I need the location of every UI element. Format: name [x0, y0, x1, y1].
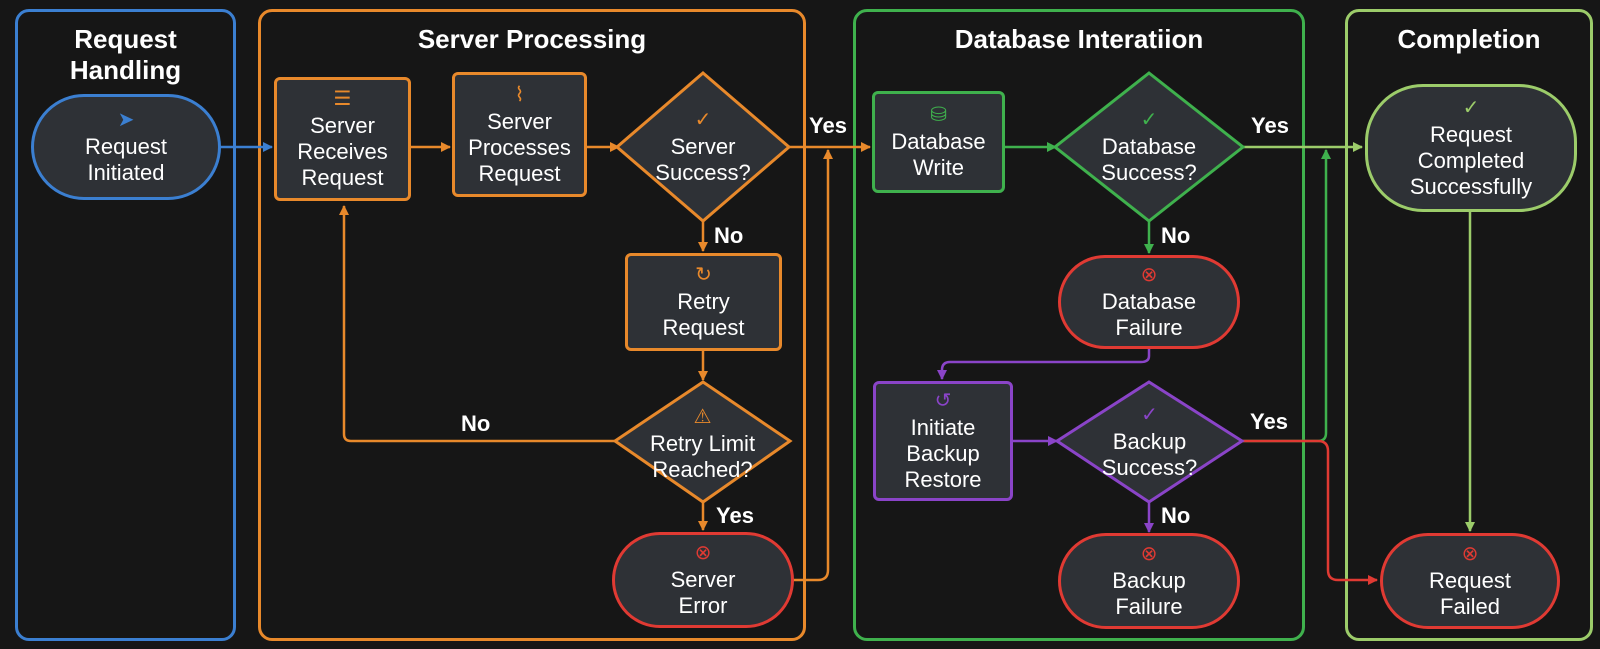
- node-label: Request Initiated: [85, 134, 167, 185]
- server-success-node[interactable]: ✓ Server Success?: [617, 73, 789, 221]
- request-failed-node[interactable]: ⊗ Request Failed: [1380, 533, 1560, 629]
- history-icon: ↺: [934, 388, 952, 412]
- warning-icon: ⚠: [693, 404, 712, 428]
- retry-limit-yes-label: Yes: [716, 503, 754, 528]
- initiate-backup-node[interactable]: ↺ Initiate Backup Restore: [873, 381, 1013, 501]
- lane-title: Completion: [1397, 24, 1541, 54]
- database-write-node[interactable]: ⛁ Database Write: [872, 91, 1005, 193]
- lane-server-processing: Server Processing: [258, 9, 806, 641]
- node-label: Database Failure: [1101, 289, 1197, 340]
- server-icon: ☰: [333, 86, 352, 110]
- node-label: Backup Success?: [1101, 429, 1198, 480]
- database-success-diamond: [1052, 71, 1246, 223]
- edge-db-failure-to-backup: [937, 348, 1151, 380]
- check-circle-icon: ✓: [1140, 107, 1158, 131]
- check-circle-icon: ✓: [694, 107, 712, 131]
- server-success-yes-label: Yes: [809, 113, 847, 138]
- lane-completion: Completion: [1345, 9, 1593, 641]
- backup-failure-node[interactable]: ⊗ Backup Failure: [1058, 533, 1240, 629]
- retry-request-node[interactable]: ↻ Retry Request: [625, 253, 782, 351]
- lane-title: Request Handling: [69, 24, 182, 85]
- x-circle-icon: ⊗: [1140, 541, 1158, 565]
- retry-limit-node[interactable]: ⚠ Retry Limit Reached?: [615, 382, 790, 502]
- server-success-diamond: [614, 71, 792, 223]
- database-success-yes-label: Yes: [1251, 113, 1289, 138]
- node-label: Request Failed: [1429, 568, 1511, 619]
- check-circle-icon: ✓: [1462, 95, 1480, 119]
- node-label: Server Success?: [655, 134, 751, 185]
- node-label: Database Write: [891, 129, 986, 180]
- backup-success-yes-label: Yes: [1250, 409, 1288, 434]
- x-circle-icon: ⊗: [1140, 262, 1158, 286]
- database-success-no-label: No: [1161, 223, 1191, 248]
- retry-limit-no-label: No: [461, 411, 491, 436]
- backup-success-no-label: No: [1161, 503, 1191, 528]
- backup-success-diamond: [1054, 380, 1245, 504]
- database-icon: ⛁: [930, 102, 947, 126]
- node-label: Request Completed Successfully: [1409, 122, 1533, 199]
- x-circle-icon: ⊗: [1461, 541, 1479, 565]
- edge-retry-limit-no: [339, 205, 615, 443]
- check-circle-icon: ✓: [1141, 402, 1158, 426]
- server-success-no-label: No: [714, 223, 744, 248]
- node-label: Backup Failure: [1112, 568, 1186, 619]
- database-success-node[interactable]: ✓ Database Success?: [1055, 73, 1243, 221]
- node-label: Server Error: [670, 567, 736, 618]
- node-label: Server Processes Request: [468, 108, 571, 186]
- lane-title: Server Processing: [417, 24, 647, 54]
- node-label: Server Receives Request: [297, 113, 388, 190]
- x-circle-icon: ⊗: [694, 540, 712, 564]
- lane-database-interaction: Database Interatiion: [853, 9, 1305, 641]
- node-label: Initiate Backup Restore: [904, 415, 982, 492]
- edge-backup-success-yes: [1242, 149, 1331, 443]
- lane-request-handling: Request Handling: [15, 9, 236, 641]
- node-label: Database Success?: [1101, 134, 1197, 185]
- node-label: Retry Request: [662, 289, 745, 340]
- retry-limit-diamond: [612, 380, 793, 504]
- edge-server-error-up: [793, 149, 833, 582]
- pulse-icon: ⌇: [514, 81, 525, 106]
- server-error-node[interactable]: ⊗ Server Error: [612, 532, 794, 628]
- backup-success-node[interactable]: ✓ Backup Success?: [1057, 382, 1242, 502]
- request-completed-node[interactable]: ✓ Request Completed Successfully: [1365, 84, 1577, 212]
- server-receives-node[interactable]: ☰ Server Receives Request: [274, 77, 411, 201]
- paper-plane-icon: ➤: [117, 107, 135, 131]
- edge-backup-to-request-failed: [1242, 439, 1378, 585]
- request-initiated-node[interactable]: ➤ Request Initiated: [31, 94, 221, 200]
- database-failure-node[interactable]: ⊗ Database Failure: [1058, 255, 1240, 349]
- server-processes-node[interactable]: ⌇ Server Processes Request: [452, 72, 587, 197]
- lane-title: Database Interatiion: [954, 24, 1204, 54]
- node-label: Retry Limit Reached?: [649, 431, 756, 482]
- retry-icon: ↻: [695, 262, 712, 286]
